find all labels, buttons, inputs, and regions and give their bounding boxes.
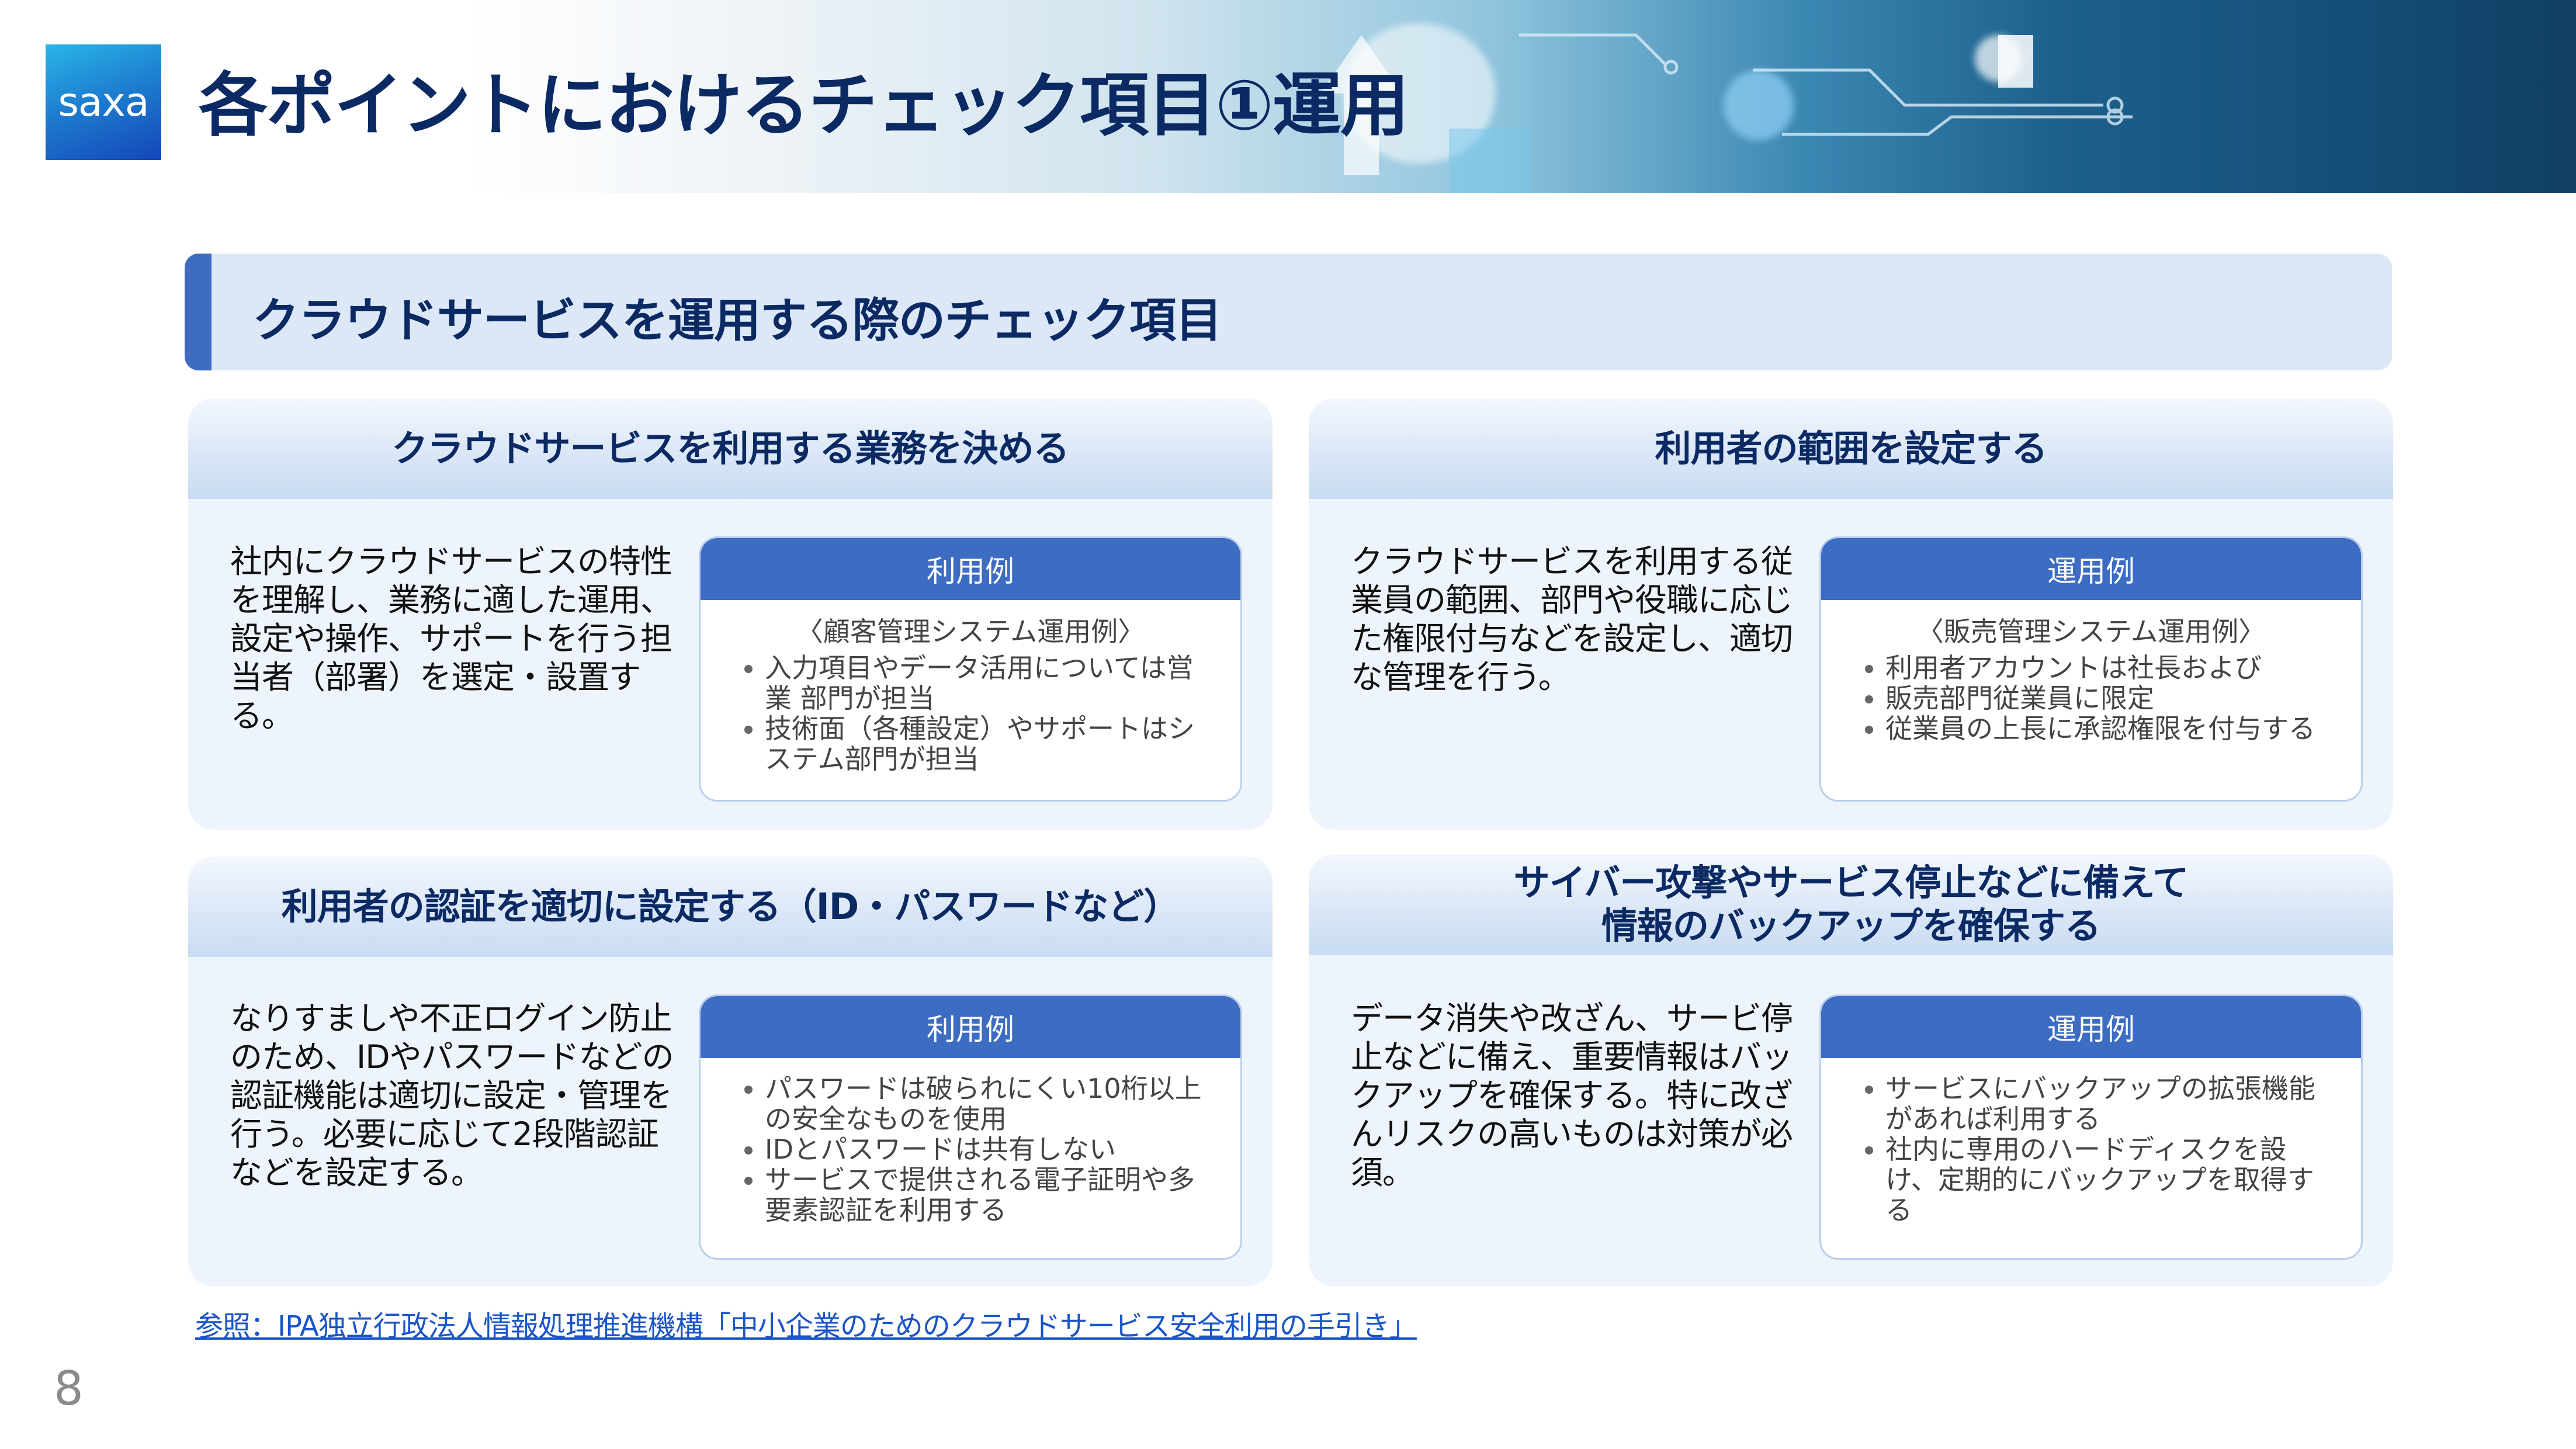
card-user-range: 利用者の範囲を設定する クラウドサービスを利用する従業員の範囲、部門や役職に応じ… <box>1309 398 2393 830</box>
example-box: 運用例 サービスにバックアップの拡張機能があれば利用する 社内に専用のハードディ… <box>1819 994 2363 1260</box>
example-box: 運用例 〈販売管理システム運用例〉 利用者アカウントは社長および 販売部門従業員… <box>1819 536 2363 802</box>
example-list: サービスにバックアップの拡張機能があれば利用する 社内に専用のハードディスクを設… <box>1821 1073 2361 1225</box>
example-box: 利用例 〈顧客管理システム運用例〉 入力項目やデータ活用については営業 部門が担… <box>699 536 1242 802</box>
list-item: IDとパスワードは共有しない <box>765 1134 1217 1164</box>
list-item: 利用者アカウントは社長および <box>1885 653 2338 683</box>
example-box: 利用例 パスワードは破られにくい10桁以上の安全なものを使用 IDとパスワードは… <box>699 994 1242 1260</box>
list-item: 社内に専用のハードディスクを設け、定期的にバックアップを取得する <box>1885 1134 2338 1225</box>
card-header: クラウドサービスを利用する業務を決める <box>188 398 1273 499</box>
section-heading: クラウドサービスを運用する際のチェック項目 <box>252 293 1222 348</box>
list-item: サービスで提供される電子証明や多要素認証を利用する <box>765 1164 1217 1225</box>
card-backup: サイバー攻撃やサービス停止などに備えて 情報のバックアップを確保する データ消失… <box>1309 854 2393 1287</box>
section-accent <box>185 254 212 370</box>
page-title: 各ポイントにおけるチェック項目①運用 <box>199 65 1409 145</box>
reference-link[interactable]: 参照：IPA独立行政法人情報処理推進機構「中小企業のためのクラウドサービス安全利… <box>195 1310 1417 1343</box>
list-item: 販売部門従業員に限定 <box>1885 683 2338 713</box>
example-list: 入力項目やデータ活用については営業 部門が担当 技術面（各種設定）やサポートはシ… <box>701 653 1240 774</box>
logo-text: saxa <box>58 79 149 126</box>
list-item: 入力項目やデータ活用については営業 部門が担当 <box>765 653 1217 713</box>
circuit-decoration <box>1320 33 2133 193</box>
card-heading: クラウドサービスを利用する業務を決める <box>391 427 1069 470</box>
example-title: 〈顧客管理システム運用例〉 <box>796 616 1145 647</box>
example-label: 運用例 <box>1821 996 2361 1058</box>
example-list: パスワードは破られにくい10桁以上の安全なものを使用 IDとパスワードは共有しな… <box>701 1073 1240 1225</box>
card-description: クラウドサービスを利用する従業員の範囲、部門や役職に応じた権限付与などを設定し、… <box>1351 543 1793 696</box>
example-label: 利用例 <box>701 996 1240 1058</box>
card-description: なりすましや不正ログイン防止のため、IDやパスワードなどの認証機能は適切に設定・… <box>230 1000 674 1191</box>
example-title: 〈販売管理システム運用例〉 <box>1916 616 2266 647</box>
card-description: データ消失や改ざん、サービ停止などに備え、重要情報はバックアップを確保する。特に… <box>1351 1000 1793 1191</box>
example-label: 利用例 <box>701 538 1240 600</box>
card-heading: 利用者の認証を適切に設定する（ID・パスワードなど） <box>281 885 1180 928</box>
section-heading-bar: クラウドサービスを運用する際のチェック項目 <box>185 254 2392 370</box>
card-authentication: 利用者の認証を適切に設定する（ID・パスワードなど） なりすましや不正ログイン防… <box>188 857 1273 1287</box>
card-description: 社内にクラウドサービスの特性を理解し、業務に適した運用、設定や操作、サポートを行… <box>230 543 672 734</box>
page-number: 8 <box>54 1361 84 1416</box>
list-item: サービスにバックアップの拡張機能があれば利用する <box>1885 1073 2338 1134</box>
list-item: 技術面（各種設定）やサポートはシステム部門が担当 <box>765 713 1217 774</box>
saxa-logo: saxa <box>46 44 161 160</box>
card-business-scope: クラウドサービスを利用する業務を決める 社内にクラウドサービスの特性を理解し、業… <box>188 398 1273 830</box>
list-item: パスワードは破られにくい10桁以上の安全なものを使用 <box>765 1073 1217 1134</box>
card-heading: サイバー攻撃やサービス停止などに備えて 情報のバックアップを確保する <box>1513 861 2189 947</box>
list-item: 従業員の上長に承認権限を付与する <box>1885 713 2338 744</box>
example-list: 利用者アカウントは社長および 販売部門従業員に限定 従業員の上長に承認権限を付与… <box>1821 653 2361 744</box>
header-background <box>0 0 2576 193</box>
card-header: 利用者の範囲を設定する <box>1309 398 2393 499</box>
card-heading: 利用者の範囲を設定する <box>1655 427 2047 470</box>
example-label: 運用例 <box>1821 538 2361 600</box>
card-header: サイバー攻撃やサービス停止などに備えて 情報のバックアップを確保する <box>1309 854 2393 955</box>
card-header: 利用者の認証を適切に設定する（ID・パスワードなど） <box>188 857 1273 957</box>
